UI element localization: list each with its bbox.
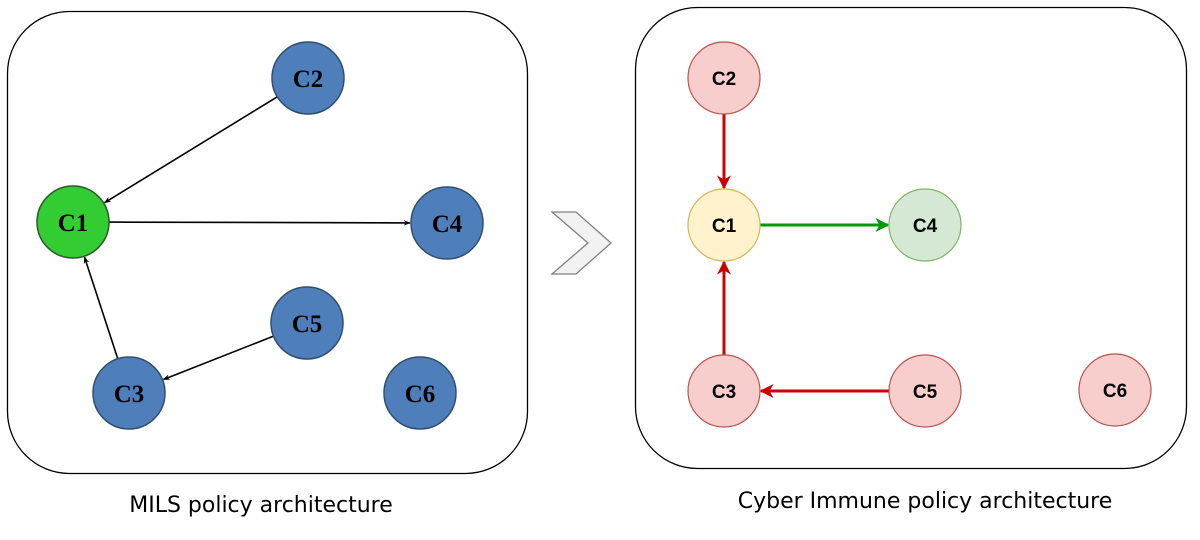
node-circle xyxy=(888,188,962,262)
node-label: C1 xyxy=(58,210,89,237)
node-c5: C5 xyxy=(270,286,344,360)
node-c2: C2 xyxy=(687,41,761,115)
node-label: C2 xyxy=(293,66,324,93)
node-label: C4 xyxy=(432,211,463,238)
node-circle xyxy=(410,186,484,260)
edge-c1-to-c4 xyxy=(108,220,411,226)
node-circle xyxy=(270,286,344,360)
node-label: C6 xyxy=(1103,381,1127,402)
node-circle xyxy=(687,41,761,115)
node-circle xyxy=(92,356,166,430)
node-c4: C4 xyxy=(888,188,962,262)
cyber-immune-caption: Cyber Immune policy architecture xyxy=(738,489,1113,514)
cyber-immune-edges xyxy=(717,114,890,398)
node-circle xyxy=(271,41,345,115)
node-c5: C5 xyxy=(888,354,962,428)
node-circle xyxy=(383,356,457,430)
node-c1: C1 xyxy=(36,185,110,259)
node-label: C6 xyxy=(405,381,436,408)
node-c3: C3 xyxy=(687,354,761,428)
node-label: C5 xyxy=(292,311,323,338)
node-circle xyxy=(687,188,761,262)
node-label: C5 xyxy=(913,382,938,403)
node-label: C3 xyxy=(712,382,736,403)
edge-c3-to-c1 xyxy=(83,256,119,360)
node-c1: C1 xyxy=(687,188,761,262)
mils-caption: MILS policy architecture xyxy=(129,493,393,518)
edge-c5-to-c3 xyxy=(162,335,274,381)
edge-c2-to-c1 xyxy=(103,96,278,204)
node-circle xyxy=(687,354,761,428)
chevron-right-icon xyxy=(550,211,612,275)
node-c2: C2 xyxy=(271,41,345,115)
node-circle xyxy=(888,354,962,428)
node-circle xyxy=(1078,353,1152,427)
mils-edges xyxy=(83,96,411,381)
node-c3: C3 xyxy=(92,356,166,430)
node-label: C2 xyxy=(712,69,736,90)
node-c6: C6 xyxy=(1078,353,1152,427)
node-label: C1 xyxy=(712,216,737,237)
node-circle xyxy=(36,185,110,259)
node-label: C3 xyxy=(114,381,145,408)
node-label: C4 xyxy=(913,216,938,237)
node-c6: C6 xyxy=(383,356,457,430)
node-c4: C4 xyxy=(410,186,484,260)
